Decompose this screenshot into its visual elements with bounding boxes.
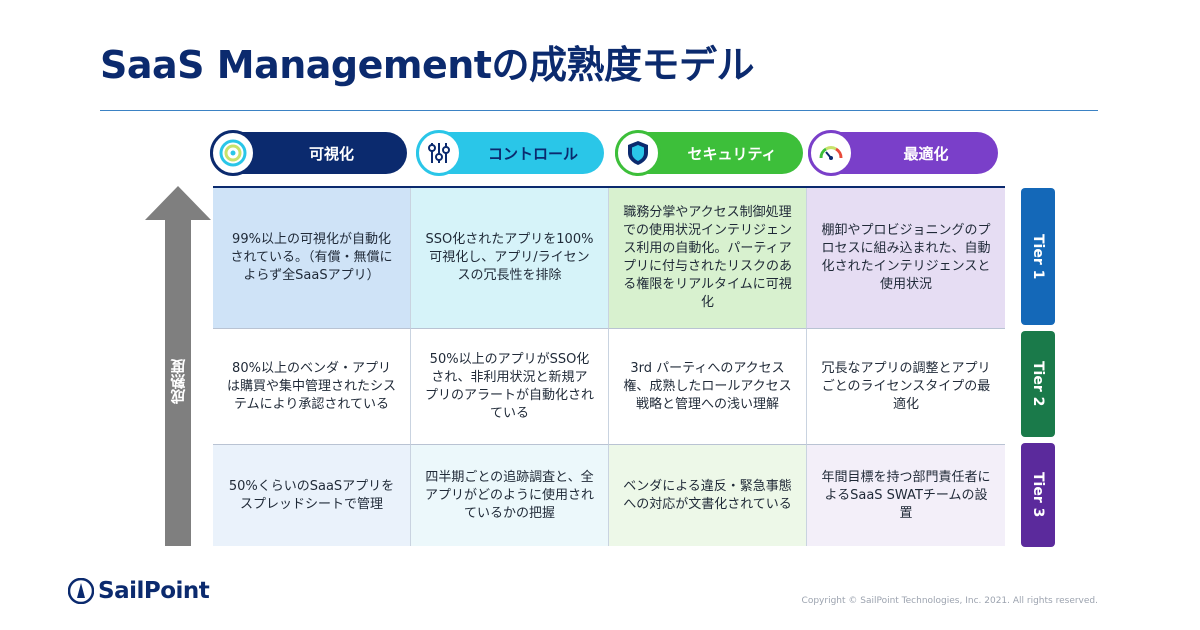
tier-text: Tier 2 — [1030, 361, 1046, 407]
cell-text: 99%以上の可視化が自動化されている。（有償・無償によらず全SaaSアプリ） — [230, 232, 393, 283]
category-label: コントロール — [487, 144, 578, 163]
cell-text: ベンダによる違反・緊急事態への対応が文書化されている — [623, 478, 792, 512]
cell-text: 職務分掌やアクセス制御処理での使用状況インテリジェンス利用の自動化。パーティアプ… — [623, 205, 793, 310]
sailpoint-logo: SailPoint — [68, 578, 210, 604]
grid-cell: 四半期ごとの追跡調査と、全アプリがどのように使用されているかの把握 — [411, 444, 609, 546]
grid-cell: 冗長なアプリの調整とアプリごとのライセンスタイプの最適化 — [807, 328, 1005, 444]
tier-2-label: Tier 2 — [1021, 331, 1055, 437]
grid-cell: 棚卸やプロビジョニングのプロセスに組み込まれた、自動化されたインテリジェンスと使… — [807, 188, 1005, 328]
cell-text: 冗長なアプリの調整とアプリごとのライセンスタイプの最適化 — [821, 360, 991, 412]
maturity-axis-label: 成熟度 — [169, 359, 188, 405]
category-control: コントロール — [416, 130, 604, 176]
cell-text: 3rd パーティへのアクセス権、成熟したロールアクセス戦略と管理への浅い理解 — [623, 360, 792, 412]
cell-text: SSO化されたアプリを100%可視化し、アプリ/ライセンスの冗長性を排除 — [425, 232, 594, 283]
category-label: 可視化 — [308, 144, 354, 163]
category-optimization: 最適化 — [808, 130, 998, 176]
title-divider — [100, 110, 1098, 111]
grid-cell: 3rd パーティへのアクセス権、成熟したロールアクセス戦略と管理への浅い理解 — [609, 328, 807, 444]
grid-cell: 80%以上のベンダ・アプリは購買や集中管理されたシステムにより承認されている — [213, 328, 411, 444]
category-label: 最適化 — [903, 144, 949, 163]
sailpoint-logo-icon — [68, 578, 94, 604]
target-icon — [210, 130, 256, 176]
grid-cell: 職務分掌やアクセス制御処理での使用状況インテリジェンス利用の自動化。パーティアプ… — [609, 188, 807, 328]
cell-text: 50%以上のアプリがSSO化され、非利用状況と新規アプリのアラートが自動化されて… — [425, 351, 595, 421]
cell-text: 年間目標を持つ部門責任者によるSaaS SWATチームの設置 — [821, 469, 991, 521]
grid-cell: ベンダによる違反・緊急事態への対応が文書化されている — [609, 444, 807, 546]
copyright-text: Copyright © SailPoint Technologies, Inc.… — [801, 596, 1098, 606]
page-title: SaaS Managementの成熟度モデル — [100, 43, 754, 87]
maturity-grid: 99%以上の可視化が自動化されている。（有償・無償によらず全SaaSアプリ） S… — [213, 186, 1005, 546]
gauge-icon — [808, 130, 854, 176]
tier-3-label: Tier 3 — [1021, 443, 1055, 547]
cell-text: 80%以上のベンダ・アプリは購買や集中管理されたシステムにより承認されている — [227, 360, 397, 412]
cell-text: 50%くらいのSaaSアプリをスプレッドシートで管理 — [228, 478, 395, 512]
tier-text: Tier 3 — [1030, 472, 1046, 518]
cell-text: 四半期ごとの追跡調査と、全アプリがどのように使用されているかの把握 — [425, 469, 595, 521]
tier-1-label: Tier 1 — [1021, 188, 1055, 325]
grid-cell: 99%以上の可視化が自動化されている。（有償・無償によらず全SaaSアプリ） — [213, 188, 411, 328]
shield-icon — [615, 130, 661, 176]
sliders-icon — [416, 130, 462, 176]
grid-cell: 年間目標を持つ部門責任者によるSaaS SWATチームの設置 — [807, 444, 1005, 546]
category-label: セキュリティ — [687, 144, 777, 163]
category-visibility: 可視化 — [210, 130, 407, 176]
logo-text: SailPoint — [98, 578, 210, 604]
tier-text: Tier 1 — [1030, 233, 1046, 280]
grid-cell: SSO化されたアプリを100%可視化し、アプリ/ライセンスの冗長性を排除 — [411, 188, 609, 328]
category-security: セキュリティ — [615, 130, 803, 176]
grid-cell: 50%以上のアプリがSSO化され、非利用状況と新規アプリのアラートが自動化されて… — [411, 328, 609, 444]
maturity-arrow — [145, 186, 211, 546]
grid-cell: 50%くらいのSaaSアプリをスプレッドシートで管理 — [213, 444, 411, 546]
cell-text: 棚卸やプロビジョニングのプロセスに組み込まれた、自動化されたインテリジェンスと使… — [821, 223, 991, 292]
